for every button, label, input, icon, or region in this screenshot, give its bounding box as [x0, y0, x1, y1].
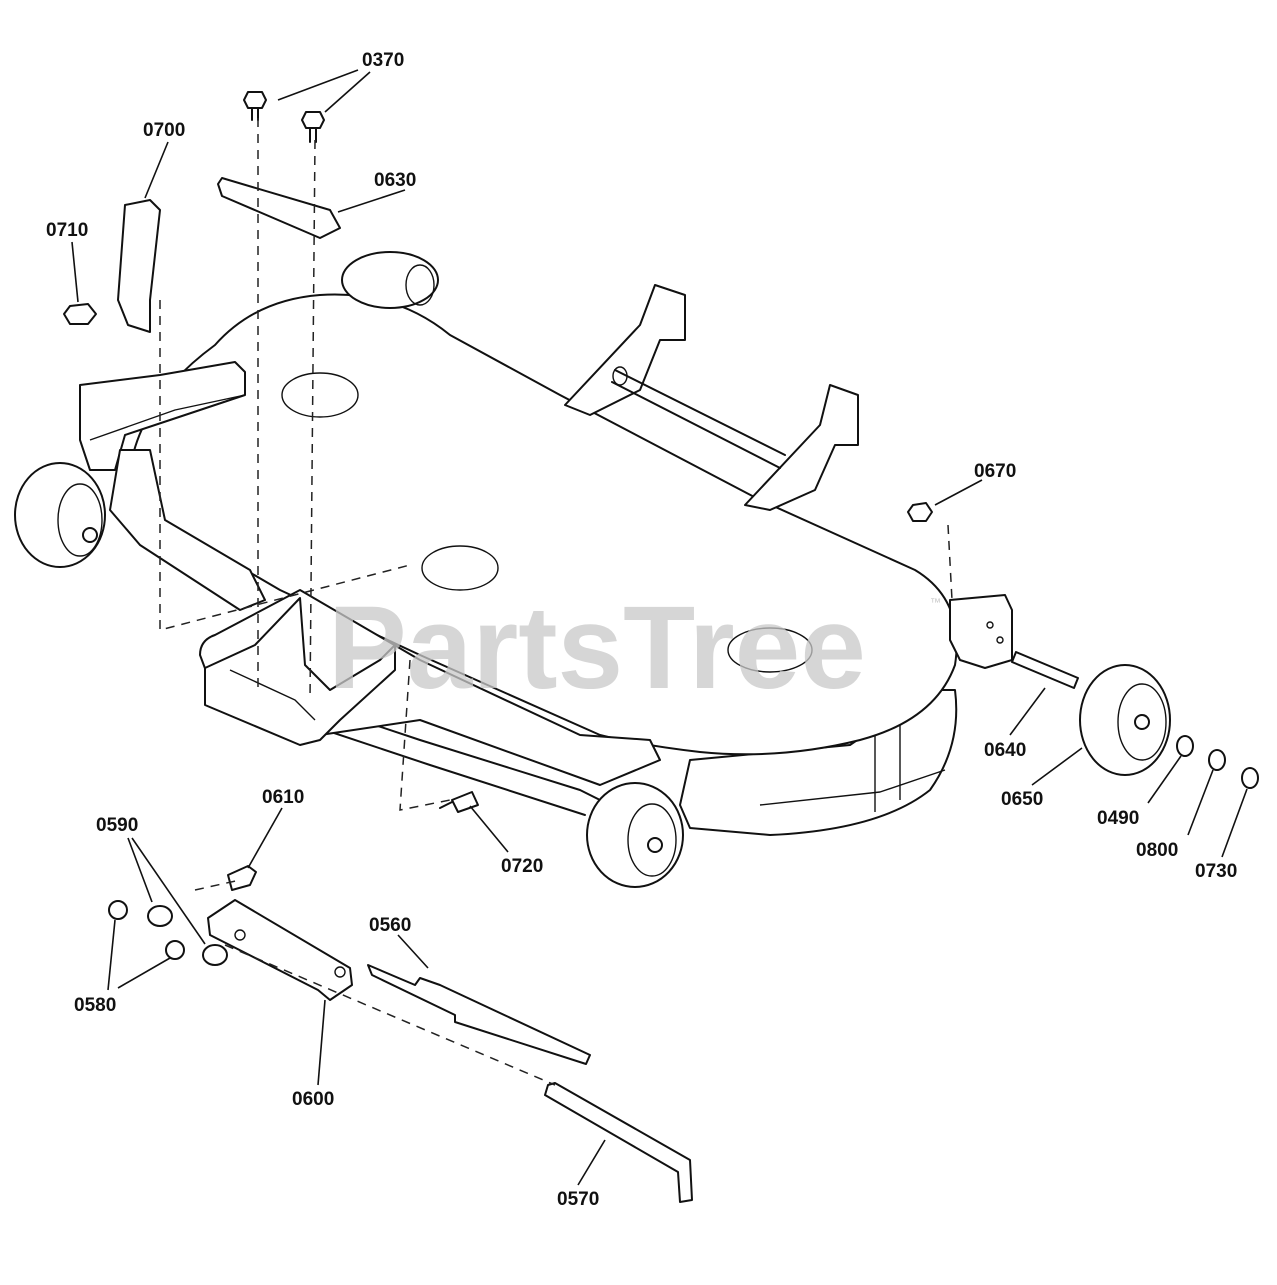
callout-label[interactable]: 0590 — [96, 815, 138, 836]
deck-wheel-right — [1079, 664, 1171, 776]
rod-part — [367, 964, 591, 1065]
callout-label[interactable]: 0610 — [262, 787, 304, 808]
deck-wheel-rear-left — [341, 251, 439, 309]
bolt-part — [243, 91, 325, 143]
plate-part — [217, 177, 341, 239]
callout-label[interactable]: 0670 — [974, 461, 1016, 482]
mower-deck — [79, 284, 1013, 836]
callout-label[interactable]: 0730 — [1195, 861, 1237, 882]
watermark-mark: ™ — [930, 597, 941, 609]
callout-label[interactable]: 0570 — [557, 1189, 599, 1210]
callout-label[interactable]: 0370 — [362, 50, 404, 71]
callout-label[interactable]: 0580 — [74, 995, 116, 1016]
assembly-guide-lines — [159, 118, 953, 1086]
clip-part — [227, 865, 257, 891]
bolt-part — [439, 791, 479, 813]
washer-part — [1208, 749, 1226, 771]
bushing-part — [108, 900, 128, 920]
deck-wheel-front-left — [14, 462, 106, 568]
bushing-part — [147, 905, 173, 927]
lever-arm-part — [207, 899, 353, 1001]
callout-label[interactable]: 0650 — [1001, 789, 1043, 810]
callout-label[interactable]: 0630 — [374, 170, 416, 191]
callout-label[interactable]: 0710 — [46, 220, 88, 241]
bushing-part — [165, 940, 185, 960]
callout-label[interactable]: 0560 — [369, 915, 411, 936]
deck-wheel-front-center — [586, 782, 684, 888]
nut-part — [907, 502, 933, 522]
callout-label[interactable]: 0600 — [292, 1089, 334, 1110]
bushing-part — [202, 944, 228, 966]
axle-bolt-part — [1011, 651, 1079, 689]
washer-part — [1176, 735, 1194, 757]
washer-part — [1241, 767, 1259, 789]
leader-lines — [71, 69, 1248, 1186]
rod-part — [544, 1082, 693, 1203]
callout-label[interactable]: 0700 — [143, 120, 185, 141]
callout-label[interactable]: 0800 — [1136, 840, 1178, 861]
bracket-part — [117, 199, 161, 333]
callout-label[interactable]: 0720 — [501, 856, 543, 877]
watermark: PartsTree — [328, 582, 866, 714]
callout-label[interactable]: 0490 — [1097, 808, 1139, 829]
nut-part — [63, 303, 97, 325]
callout-label[interactable]: 0640 — [984, 740, 1026, 761]
